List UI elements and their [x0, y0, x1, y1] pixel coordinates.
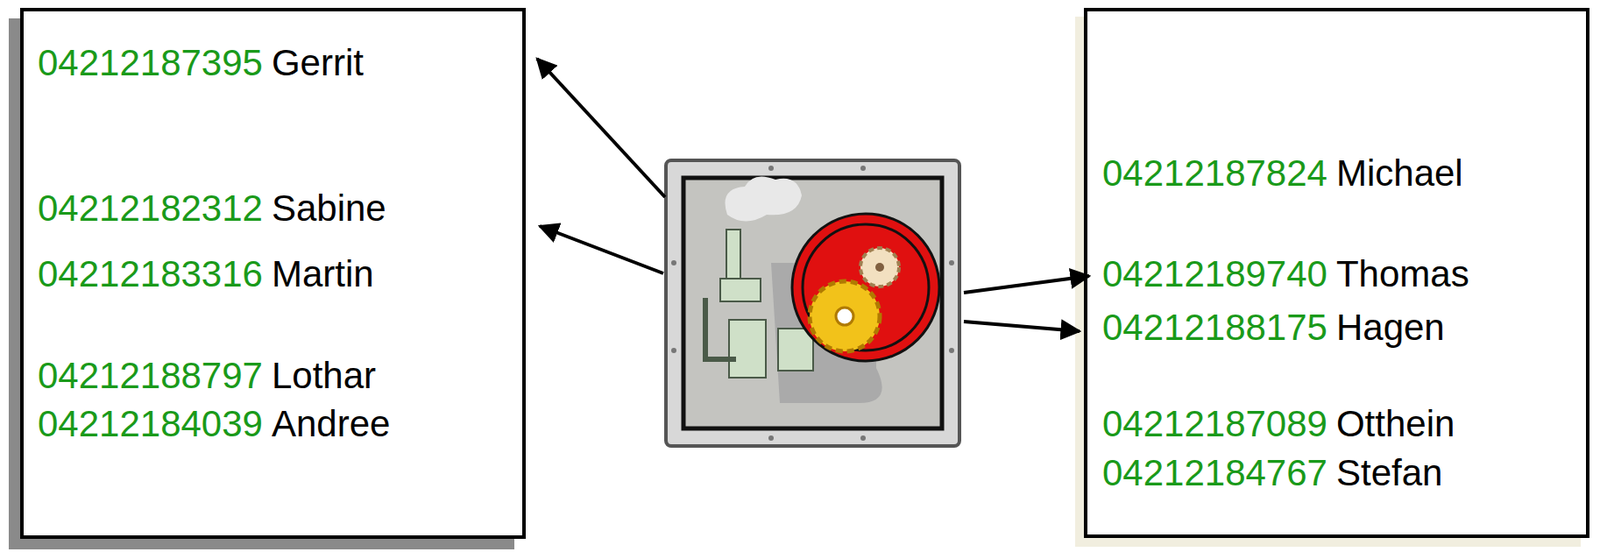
gear-ring [802, 224, 929, 351]
machine-tank [729, 319, 766, 378]
person-name: Thomas [1336, 252, 1470, 297]
arrow [537, 58, 666, 198]
arrow [963, 276, 1090, 293]
person-name: Michael [1336, 151, 1464, 196]
machine-valve [720, 278, 761, 302]
phone-list-box: 04212187395Gerrit04212182312Sabine042121… [20, 7, 526, 539]
phone-number: 04212182312 [37, 186, 263, 231]
phone-number: 04212188175 [1102, 305, 1328, 350]
machine-tube [705, 297, 737, 360]
machine-illustration [665, 160, 960, 447]
person-name: Andree [271, 402, 390, 447]
phone-number: 04212184039 [37, 402, 263, 447]
machine-panel [683, 177, 942, 429]
person-name: Hagen [1336, 305, 1445, 350]
person-name: Martin [271, 252, 375, 297]
arrow [963, 321, 1080, 332]
phone-number: 04212187089 [1102, 402, 1328, 447]
frame-rivets [671, 165, 955, 441]
person-name: Gerrit [271, 41, 364, 85]
machine-pipe [726, 229, 741, 283]
arrow [539, 226, 664, 274]
gear-disc [792, 213, 940, 362]
phone-number: 04212183316 [37, 252, 263, 297]
phone-number: 04212189740 [1102, 252, 1328, 297]
phone-number: 04212184767 [1102, 451, 1328, 496]
person-name: Stefan [1336, 451, 1443, 496]
phone-number: 04212187395 [37, 41, 263, 85]
person-name: Sabine [271, 186, 387, 231]
phone-number: 04212187824 [1102, 151, 1328, 196]
output-arrows [537, 58, 1090, 332]
machine-frame [665, 160, 960, 447]
steam-cloud [725, 176, 803, 221]
small-gear [860, 247, 900, 287]
machine-block [778, 328, 814, 371]
phone-list-box: 04212187824Michael04212189740Thomas04212… [1083, 7, 1590, 539]
person-name: Otthein [1336, 402, 1455, 447]
large-gear [809, 281, 880, 352]
phone-number: 04212188797 [37, 353, 263, 398]
person-name: Lothar [271, 353, 376, 398]
gear-hub [875, 262, 885, 272]
gear-hub [835, 307, 854, 326]
machine-shadow [771, 262, 883, 404]
